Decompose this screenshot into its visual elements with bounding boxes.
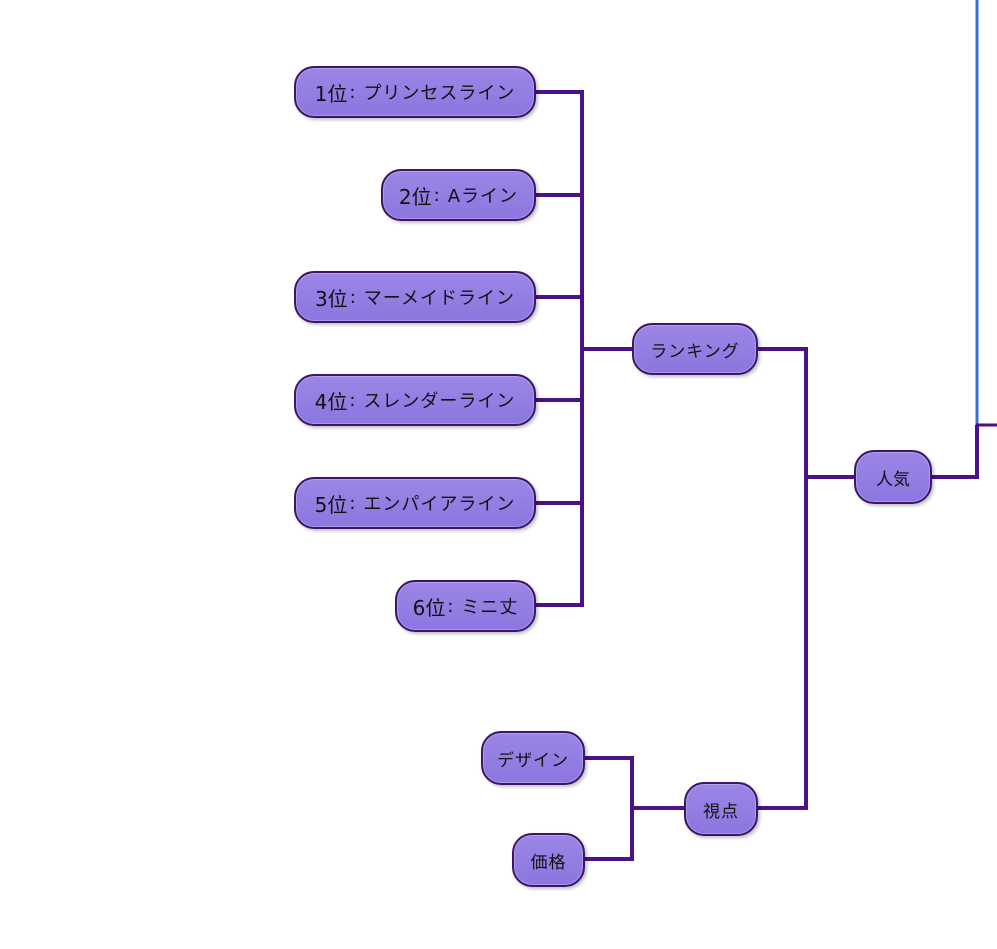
rank-number: 4位 [314,389,348,414]
node-ranking-label: ランキング [650,341,740,362]
node-center-label: 人気 [876,469,910,490]
rank-number: 2位 [398,184,432,209]
node-design-label: デザイン [497,750,569,771]
rank-name: ミニ丈 [461,597,519,618]
rank-name: マーメイドライン [363,288,516,309]
node-ranking[interactable]: ランキング [632,323,758,375]
rank-separator: : [447,595,454,617]
node-rank-2[interactable]: 2位 : Aライン [381,169,536,221]
node-rank-4[interactable]: 4位 : スレンダーライン [294,374,536,426]
rank-separator: : [349,389,356,411]
rank-number: 6位 [412,595,446,620]
rank-separator: : [433,184,440,206]
node-center[interactable]: 人気 [854,450,932,504]
rank-name: エンパイアライン [363,494,516,515]
node-viewpoint-label: 視点 [703,801,739,822]
node-rank-3[interactable]: 3位 : マーメイドライン [294,271,536,323]
node-viewpoint[interactable]: 視点 [684,782,758,836]
rank-name: プリンセスライン [363,83,516,104]
node-price-label: 価格 [530,852,567,873]
connector-center-root [930,425,979,479]
rank-number: 1位 [314,81,348,106]
node-price[interactable]: 価格 [512,833,585,887]
node-rank-1[interactable]: 1位 : プリンセスライン [294,66,536,118]
rank-name: Aライン [447,186,519,207]
rank-number: 3位 [314,286,348,311]
node-rank-5[interactable]: 5位 : エンパイアライン [294,477,536,529]
rank-separator: : [349,81,356,103]
rank-number: 5位 [314,492,348,517]
node-design[interactable]: デザイン [481,731,585,785]
rank-name: スレンダーライン [363,391,516,412]
node-rank-6[interactable]: 6位 : ミニ丈 [395,580,536,632]
rank-separator: : [349,492,356,514]
rank-separator: : [349,286,356,308]
